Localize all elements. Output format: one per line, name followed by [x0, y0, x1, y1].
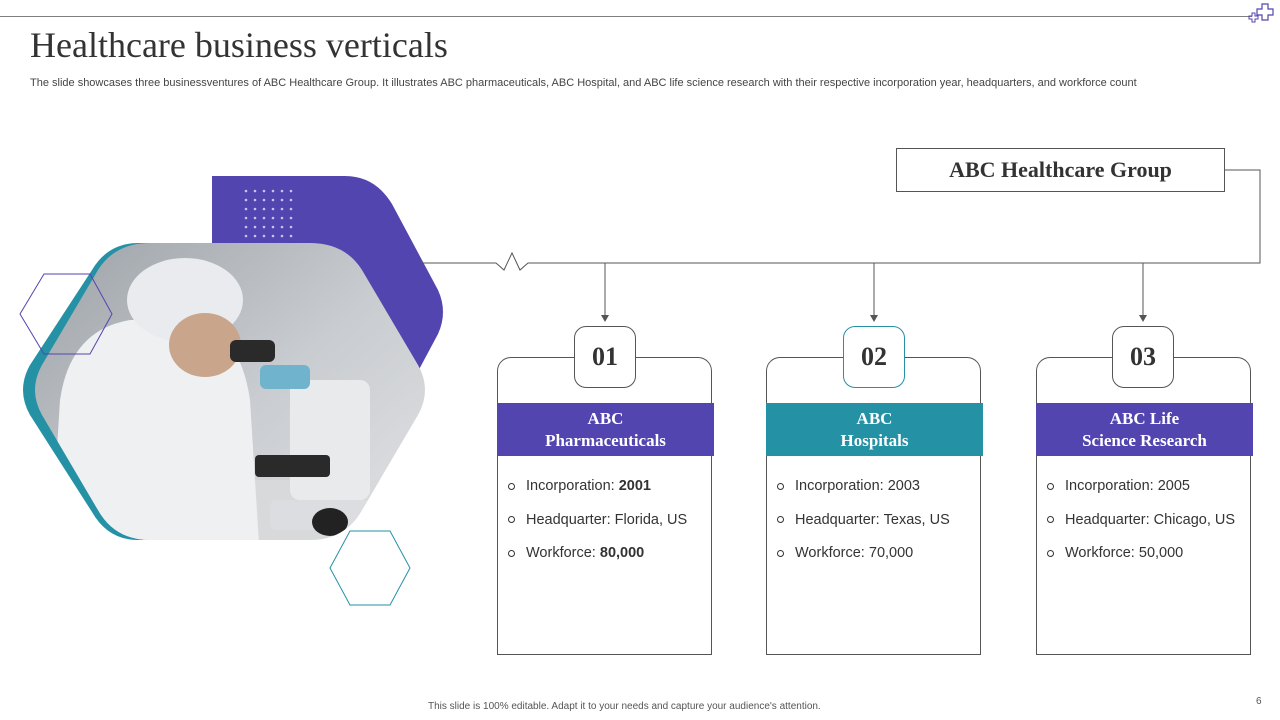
vertical-3-number: 03 [1112, 326, 1174, 388]
vertical-3-details: Incorporation: 2005 Headquarter: Chicago… [1047, 476, 1235, 577]
detail-label: Incorporation: [526, 478, 615, 494]
vertical-1-details: Incorporation: 2001 Headquarter: Florida… [508, 476, 687, 577]
bullet-icon [777, 482, 784, 490]
detail-value: 2005 [1157, 478, 1190, 494]
detail-value: 2001 [618, 478, 651, 494]
outline-hexagon-bottom [329, 530, 411, 606]
detail-label: Headquarter: [1065, 511, 1150, 528]
bullet-icon [508, 516, 515, 523]
vertical-2-name-line2: Hospitals [840, 430, 909, 450]
photo-area [35, 243, 425, 540]
detail-value: 80,000 [599, 545, 645, 561]
page-subtitle: The slide showcases three businessventur… [30, 77, 1137, 89]
detail-workforce: Workforce: 80,000 [508, 543, 687, 563]
detail-label: Workforce: [795, 545, 865, 561]
detail-headquarter: Headquarter: Texas, US [777, 510, 950, 530]
vertical-card-3: ABC Life Science Research Incorporation:… [1036, 357, 1253, 655]
vertical-2-name-line1: ABC [856, 408, 893, 428]
bullet-icon [508, 549, 515, 557]
detail-incorporation: Incorporation: 2005 [1047, 476, 1235, 496]
vertical-card-1: ABC Pharmaceuticals Incorporation: 2001 … [497, 357, 714, 655]
detail-value: 50,000 [1138, 545, 1184, 561]
detail-workforce: Workforce: 70,000 [777, 543, 950, 563]
bullet-icon [1047, 482, 1054, 490]
vertical-2-details: Incorporation: 2003 Headquarter: Texas, … [777, 476, 950, 577]
vertical-2-header: ABC Hospitals [766, 403, 983, 456]
bullet-icon [777, 549, 784, 557]
detail-label: Headquarter: [795, 511, 880, 528]
page-number: 6 [1256, 696, 1262, 707]
bullet-icon [1047, 549, 1054, 557]
detail-label: Workforce: [1065, 545, 1135, 561]
vertical-1-number: 01 [574, 326, 636, 388]
detail-incorporation: Incorporation: 2001 [508, 476, 687, 496]
bullet-icon [508, 482, 515, 490]
vertical-2-number: 02 [843, 326, 905, 388]
bullet-icon [777, 516, 784, 523]
vertical-3-header: ABC Life Science Research [1036, 403, 1253, 456]
detail-incorporation: Incorporation: 2003 [777, 476, 950, 496]
vertical-1-name-line2: Pharmaceuticals [545, 430, 666, 450]
top-rule [0, 16, 1252, 17]
detail-value: 70,000 [868, 545, 914, 561]
page-title: Healthcare business verticals [30, 25, 448, 65]
detail-label: Workforce: [526, 545, 596, 561]
outline-hexagon-left [19, 273, 113, 355]
vertical-3-name-line1: ABC Life [1109, 408, 1180, 428]
vertical-1-header: ABC Pharmaceuticals [497, 403, 714, 456]
detail-headquarter: Headquarter: Chicago, US [1047, 510, 1235, 530]
bullet-icon [1047, 516, 1054, 523]
detail-label: Incorporation: [795, 478, 884, 494]
vertical-1-name-line1: ABC [587, 408, 624, 428]
root-node: ABC Healthcare Group [896, 148, 1225, 192]
detail-label: Headquarter: [526, 511, 611, 528]
vertical-card-2: ABC Hospitals Incorporation: 2003 Headqu… [766, 357, 983, 655]
detail-value: 2003 [887, 478, 920, 494]
medical-cross-icon [1248, 3, 1274, 23]
detail-value: Chicago, US [1153, 511, 1236, 528]
footer-note: This slide is 100% editable. Adapt it to… [428, 701, 821, 712]
vertical-3-name-line2: Science Research [1082, 430, 1207, 450]
dot-grid [244, 189, 293, 238]
detail-headquarter: Headquarter: Florida, US [508, 510, 687, 530]
detail-label: Incorporation: [1065, 478, 1154, 494]
detail-workforce: Workforce: 50,000 [1047, 543, 1235, 563]
detail-value: Florida, US [614, 511, 688, 528]
detail-value: Texas, US [883, 511, 950, 528]
lab-scientist-illustration [19, 176, 443, 606]
